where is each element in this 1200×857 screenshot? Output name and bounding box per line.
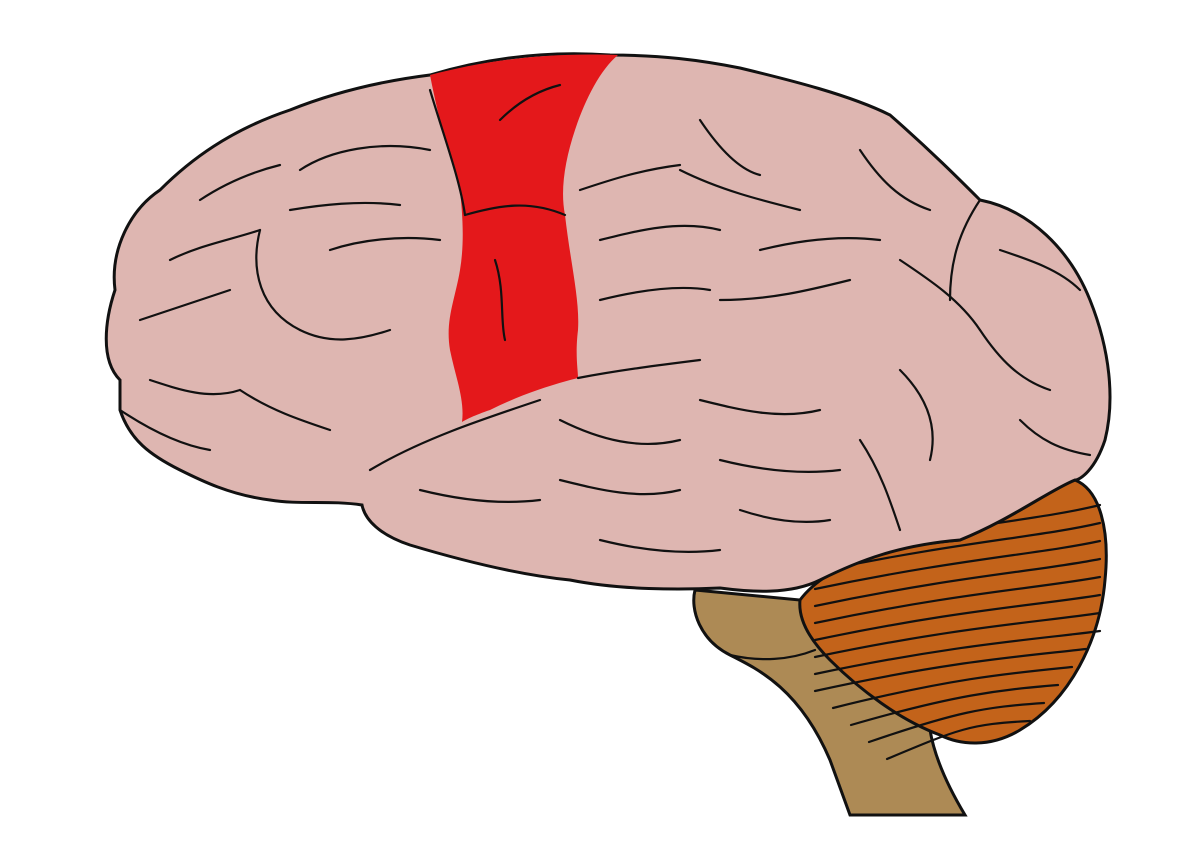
cerebellum-folium-line: [813, 575, 1102, 625]
cerebellum-folium-line: [813, 611, 1102, 659]
sulcus-line: [718, 278, 852, 302]
sulcus-line: [298, 144, 432, 172]
sulcus-line: [738, 508, 832, 524]
sulcus-line: [898, 258, 982, 332]
cerebellum-folium-line: [813, 647, 1088, 693]
sulcus-line: [298, 328, 392, 341]
cerebellum-folium-line: [849, 683, 1060, 727]
sulcus-line: [238, 388, 332, 432]
cerebrum: [104, 52, 1112, 593]
cortical-sulci: [118, 83, 1092, 554]
sulcus-line: [858, 148, 932, 212]
sulcus-line: [138, 288, 232, 322]
sulcus-line: [558, 418, 682, 446]
sulcus-line: [698, 398, 822, 416]
cerebellum-folium-line: [813, 629, 1102, 676]
sulcus-line: [118, 408, 212, 452]
cerebellum-folium-line: [813, 521, 1102, 574]
cerebellum-folium-line: [813, 539, 1102, 591]
sulcus-line: [255, 228, 302, 332]
sulcus-line: [758, 236, 882, 252]
sulcus-line: [678, 168, 802, 212]
sulcus-line: [598, 286, 712, 302]
sulcus-line: [288, 201, 402, 212]
sulcus-line: [418, 488, 542, 504]
sulcus-line: [463, 204, 567, 217]
cerebellum-folium-line: [831, 665, 1074, 710]
sulcus-line: [498, 83, 562, 122]
sulcus-line: [428, 88, 467, 217]
sulcus-line: [168, 228, 262, 262]
sulcus-line: [576, 358, 702, 380]
sulcus-line: [368, 398, 542, 472]
sulcus-line: [198, 163, 282, 202]
sulcus-line: [148, 378, 242, 396]
cerebellum-folium-line: [867, 701, 1046, 744]
primary-motor-cortex: [430, 54, 618, 422]
cerebellum-folium-line: [885, 719, 1032, 761]
sulcus-line: [578, 163, 682, 192]
sulcus-line: [698, 118, 762, 177]
cerebellum-folium-line: [813, 593, 1102, 642]
sulcus-line: [493, 258, 507, 342]
sulcus-line: [598, 224, 722, 242]
pons-line: [728, 648, 817, 661]
sulcus-line: [978, 328, 1052, 392]
sulcus-line: [858, 438, 902, 532]
sulcus-line: [948, 198, 982, 302]
sulcus-line: [1018, 418, 1092, 457]
sulcus-line: [898, 368, 934, 462]
sulcus-line: [328, 236, 442, 252]
cerebellum-folium-line: [813, 557, 1102, 608]
sulcus-line: [998, 248, 1082, 292]
sulcus-line: [558, 478, 682, 496]
sulcus-line: [718, 458, 842, 474]
sulcus-line: [598, 538, 722, 554]
